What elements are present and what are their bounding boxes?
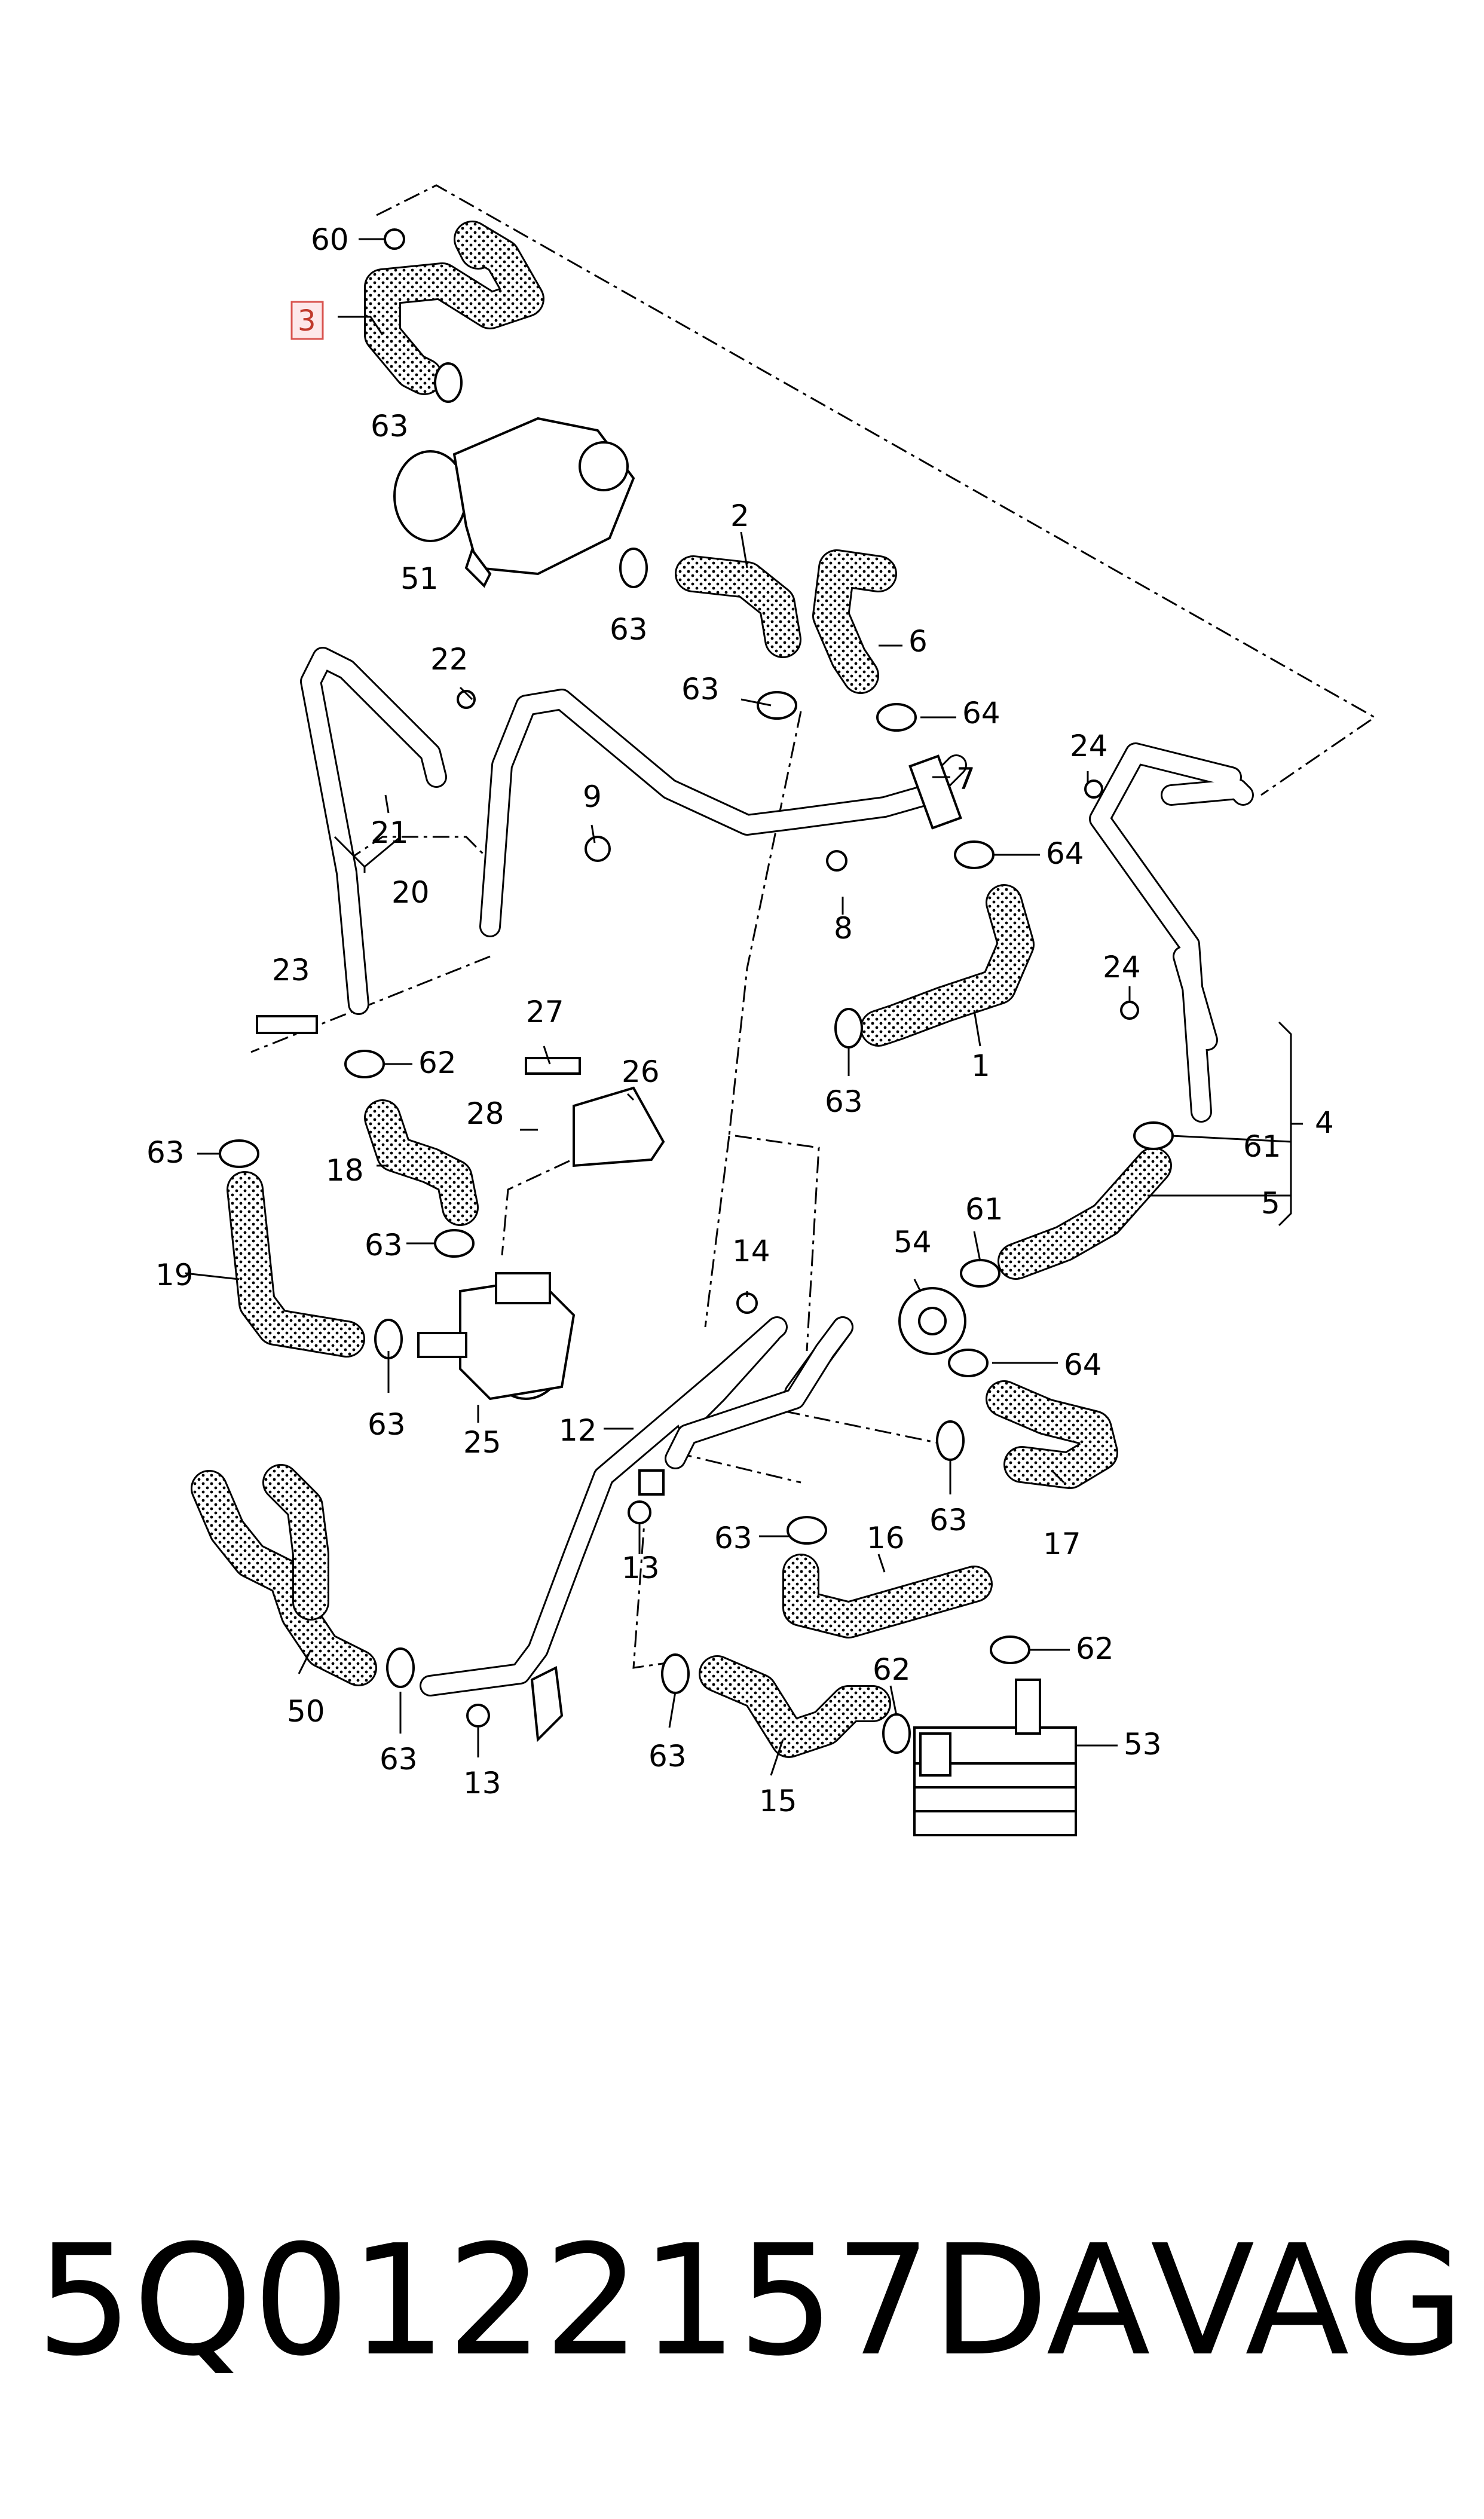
callout-64: 64 bbox=[1046, 836, 1084, 871]
callout-63: 63 bbox=[681, 672, 720, 707]
callout-22: 22 bbox=[430, 642, 469, 677]
callout-61: 61 bbox=[965, 1192, 1003, 1227]
callout-25: 25 bbox=[463, 1425, 501, 1460]
thermostat-54 bbox=[898, 1287, 966, 1355]
pump-51 bbox=[393, 417, 635, 588]
flexible-hoses bbox=[191, 221, 1172, 1758]
callout-23: 23 bbox=[272, 953, 310, 988]
callout-2: 2 bbox=[730, 499, 749, 533]
callout-63: 63 bbox=[368, 1407, 406, 1442]
callout-63: 63 bbox=[371, 409, 409, 444]
callout-63: 63 bbox=[648, 1739, 687, 1774]
brand-name: VAG bbox=[1150, 2212, 1465, 2390]
clamps-and-fasteners bbox=[219, 228, 1174, 1754]
callout-63: 63 bbox=[380, 1742, 418, 1777]
callout-24: 24 bbox=[1070, 729, 1108, 763]
callout-50: 50 bbox=[287, 1694, 325, 1729]
callout-61: 61 bbox=[1243, 1129, 1281, 1164]
callout-9: 9 bbox=[583, 779, 602, 814]
callout-1: 1 bbox=[971, 1048, 990, 1083]
callout-6: 6 bbox=[908, 624, 928, 659]
callout-63: 63 bbox=[929, 1503, 968, 1537]
callout-18: 18 bbox=[326, 1153, 364, 1188]
callout-labels: 60 3 63 51 2 63 6 63 64 22 21 20 9 7 64 … bbox=[146, 222, 1334, 1818]
callout-5: 5 bbox=[1261, 1186, 1280, 1221]
rigid-pipes bbox=[300, 647, 1254, 1696]
callout-8: 8 bbox=[834, 911, 853, 946]
callout-53: 53 bbox=[1124, 1727, 1162, 1762]
callout-15: 15 bbox=[759, 1784, 797, 1818]
callout-17: 17 bbox=[1043, 1527, 1081, 1561]
callout-14: 14 bbox=[732, 1234, 770, 1268]
footer-caption: 5Q0122157DA VAG bbox=[36, 2212, 1465, 2391]
callout-16: 16 bbox=[867, 1521, 905, 1555]
callout-19: 19 bbox=[155, 1258, 194, 1292]
callout-63: 63 bbox=[610, 612, 648, 647]
callout-62: 62 bbox=[1076, 1631, 1114, 1666]
callout-3: 3 bbox=[298, 304, 316, 338]
callout-63: 63 bbox=[714, 1521, 752, 1555]
callout-4: 4 bbox=[1315, 1105, 1334, 1140]
callout-26: 26 bbox=[622, 1054, 660, 1089]
oil-cooler-53 bbox=[913, 1679, 1077, 1836]
assembly-boundary-lines bbox=[250, 184, 1376, 1669]
callout-62: 62 bbox=[418, 1045, 457, 1080]
connector-7 bbox=[908, 754, 962, 830]
callout-63: 63 bbox=[365, 1228, 403, 1262]
highlight-box-3 bbox=[290, 301, 324, 340]
callout-27: 27 bbox=[526, 995, 564, 1029]
callout-28: 28 bbox=[466, 1096, 504, 1131]
callout-20: 20 bbox=[391, 875, 430, 910]
bracket-12 bbox=[530, 1469, 665, 1742]
callout-12: 12 bbox=[559, 1413, 597, 1448]
callout-24: 24 bbox=[1103, 950, 1141, 985]
callout-7: 7 bbox=[956, 762, 975, 796]
callout-63: 63 bbox=[146, 1135, 185, 1170]
parts-diagram: 60 3 63 51 2 63 6 63 64 22 21 20 9 7 64 … bbox=[146, 184, 1376, 1836]
callout-62: 62 bbox=[873, 1652, 911, 1687]
bracket-26 bbox=[573, 1086, 665, 1167]
callout-60: 60 bbox=[311, 222, 349, 257]
leader-lines bbox=[185, 238, 1303, 1776]
callout-51: 51 bbox=[400, 561, 439, 596]
callout-54: 54 bbox=[894, 1225, 932, 1260]
callout-64: 64 bbox=[962, 696, 1000, 730]
pump-25 bbox=[417, 1272, 576, 1401]
callout-21: 21 bbox=[371, 815, 409, 850]
callout-64: 64 bbox=[1064, 1347, 1102, 1382]
part-number: 5Q0122157DA bbox=[36, 2212, 1151, 2390]
callout-13: 13 bbox=[622, 1551, 660, 1585]
callout-63: 63 bbox=[825, 1084, 863, 1119]
components bbox=[393, 417, 1077, 1836]
callout-13: 13 bbox=[463, 1766, 501, 1800]
